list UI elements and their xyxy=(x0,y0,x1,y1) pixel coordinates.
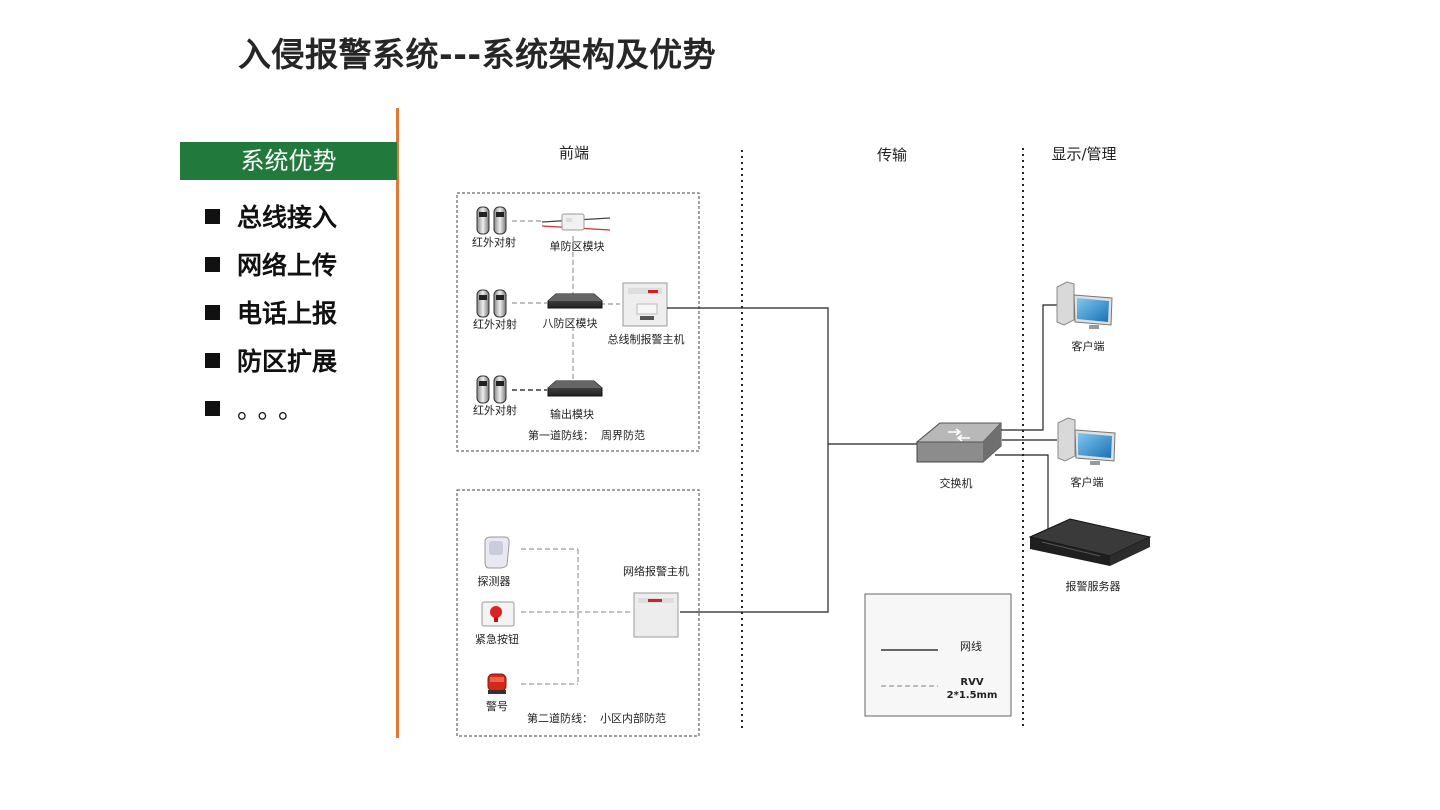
bullet-square-icon xyxy=(205,304,220,320)
ir-label: 红外对射 xyxy=(472,235,516,249)
advantage-label: 网络上传 xyxy=(237,251,338,280)
network-switch-icon xyxy=(915,422,1003,463)
ir-label: 红外对射 xyxy=(473,403,517,417)
advantage-label: 总线接入 xyxy=(237,203,338,232)
client-label: 客户端 xyxy=(1072,339,1105,353)
list-item: 电话上报 xyxy=(205,288,337,336)
ir-beam-icon xyxy=(476,206,507,235)
client-computer-icon xyxy=(1056,281,1113,329)
ir-label: 红外对射 xyxy=(473,317,517,331)
eight-zone-module-icon xyxy=(547,293,603,309)
siren-label: 警号 xyxy=(486,699,508,713)
eight-zone-module-label: 八防区模块 xyxy=(543,316,598,330)
advantage-label: 。。。 xyxy=(237,395,312,424)
advantages-list: 总线接入 网络上传 电话上报 防区扩展 。。。 xyxy=(205,192,337,432)
page-title: 入侵报警系统---系统架构及优势 xyxy=(238,35,717,74)
zone2-box xyxy=(456,489,700,737)
list-item: 。。。 xyxy=(205,384,337,432)
siren-icon xyxy=(487,673,507,694)
bullet-square-icon xyxy=(205,400,220,416)
bullet-square-icon xyxy=(205,352,220,368)
advantage-label: 电话上报 xyxy=(237,299,338,328)
legend-net-label: 网线 xyxy=(960,639,982,653)
detector-label: 探测器 xyxy=(478,575,511,588)
output-module-icon xyxy=(547,380,603,397)
network-alarm-host-label: 网络报警主机 xyxy=(623,564,689,578)
column-display-label: 显示/管理 xyxy=(1051,145,1116,163)
alarm-server-icon xyxy=(1028,518,1152,566)
ir-beam-icon xyxy=(476,375,507,404)
zone1-caption: 第一道防线： 周界防范 xyxy=(528,428,645,442)
list-item: 总线接入 xyxy=(205,192,337,240)
list-item: 网络上传 xyxy=(205,240,337,288)
client-label: 客户端 xyxy=(1071,475,1104,489)
single-zone-module-icon xyxy=(541,213,611,231)
legend-box xyxy=(864,593,1012,717)
zone1-box xyxy=(456,192,700,452)
switch-label: 交换机 xyxy=(940,476,973,490)
advantage-label: 防区扩展 xyxy=(237,347,338,376)
legend-rvv-size-label: 2*1.5mm xyxy=(947,690,998,701)
bus-alarm-host-icon xyxy=(622,282,668,327)
list-item: 防区扩展 xyxy=(205,336,337,384)
bullet-square-icon xyxy=(205,208,220,224)
column-front-label: 前端 xyxy=(559,144,589,162)
network-alarm-host-icon xyxy=(633,592,679,638)
emergency-button-icon xyxy=(481,601,515,627)
bullet-square-icon xyxy=(205,256,220,272)
output-module-label: 输出模块 xyxy=(550,407,594,421)
legend-rvv-label: RVV xyxy=(960,677,983,688)
column-transport-label: 传输 xyxy=(877,146,907,164)
alarm-server-label: 报警服务器 xyxy=(1066,579,1121,593)
client-computer-icon xyxy=(1057,417,1116,465)
ir-beam-icon xyxy=(476,289,507,318)
advantages-header: 系统优势 xyxy=(180,142,397,180)
zone2-caption: 第二道防线： 小区内部防范 xyxy=(527,711,666,725)
single-zone-module-label: 单防区模块 xyxy=(550,239,605,253)
detector-icon xyxy=(484,536,510,569)
emergency-button-label: 紧急按钮 xyxy=(475,632,519,646)
divider-bar xyxy=(396,108,399,738)
bus-alarm-host-label: 总线制报警主机 xyxy=(608,332,685,346)
